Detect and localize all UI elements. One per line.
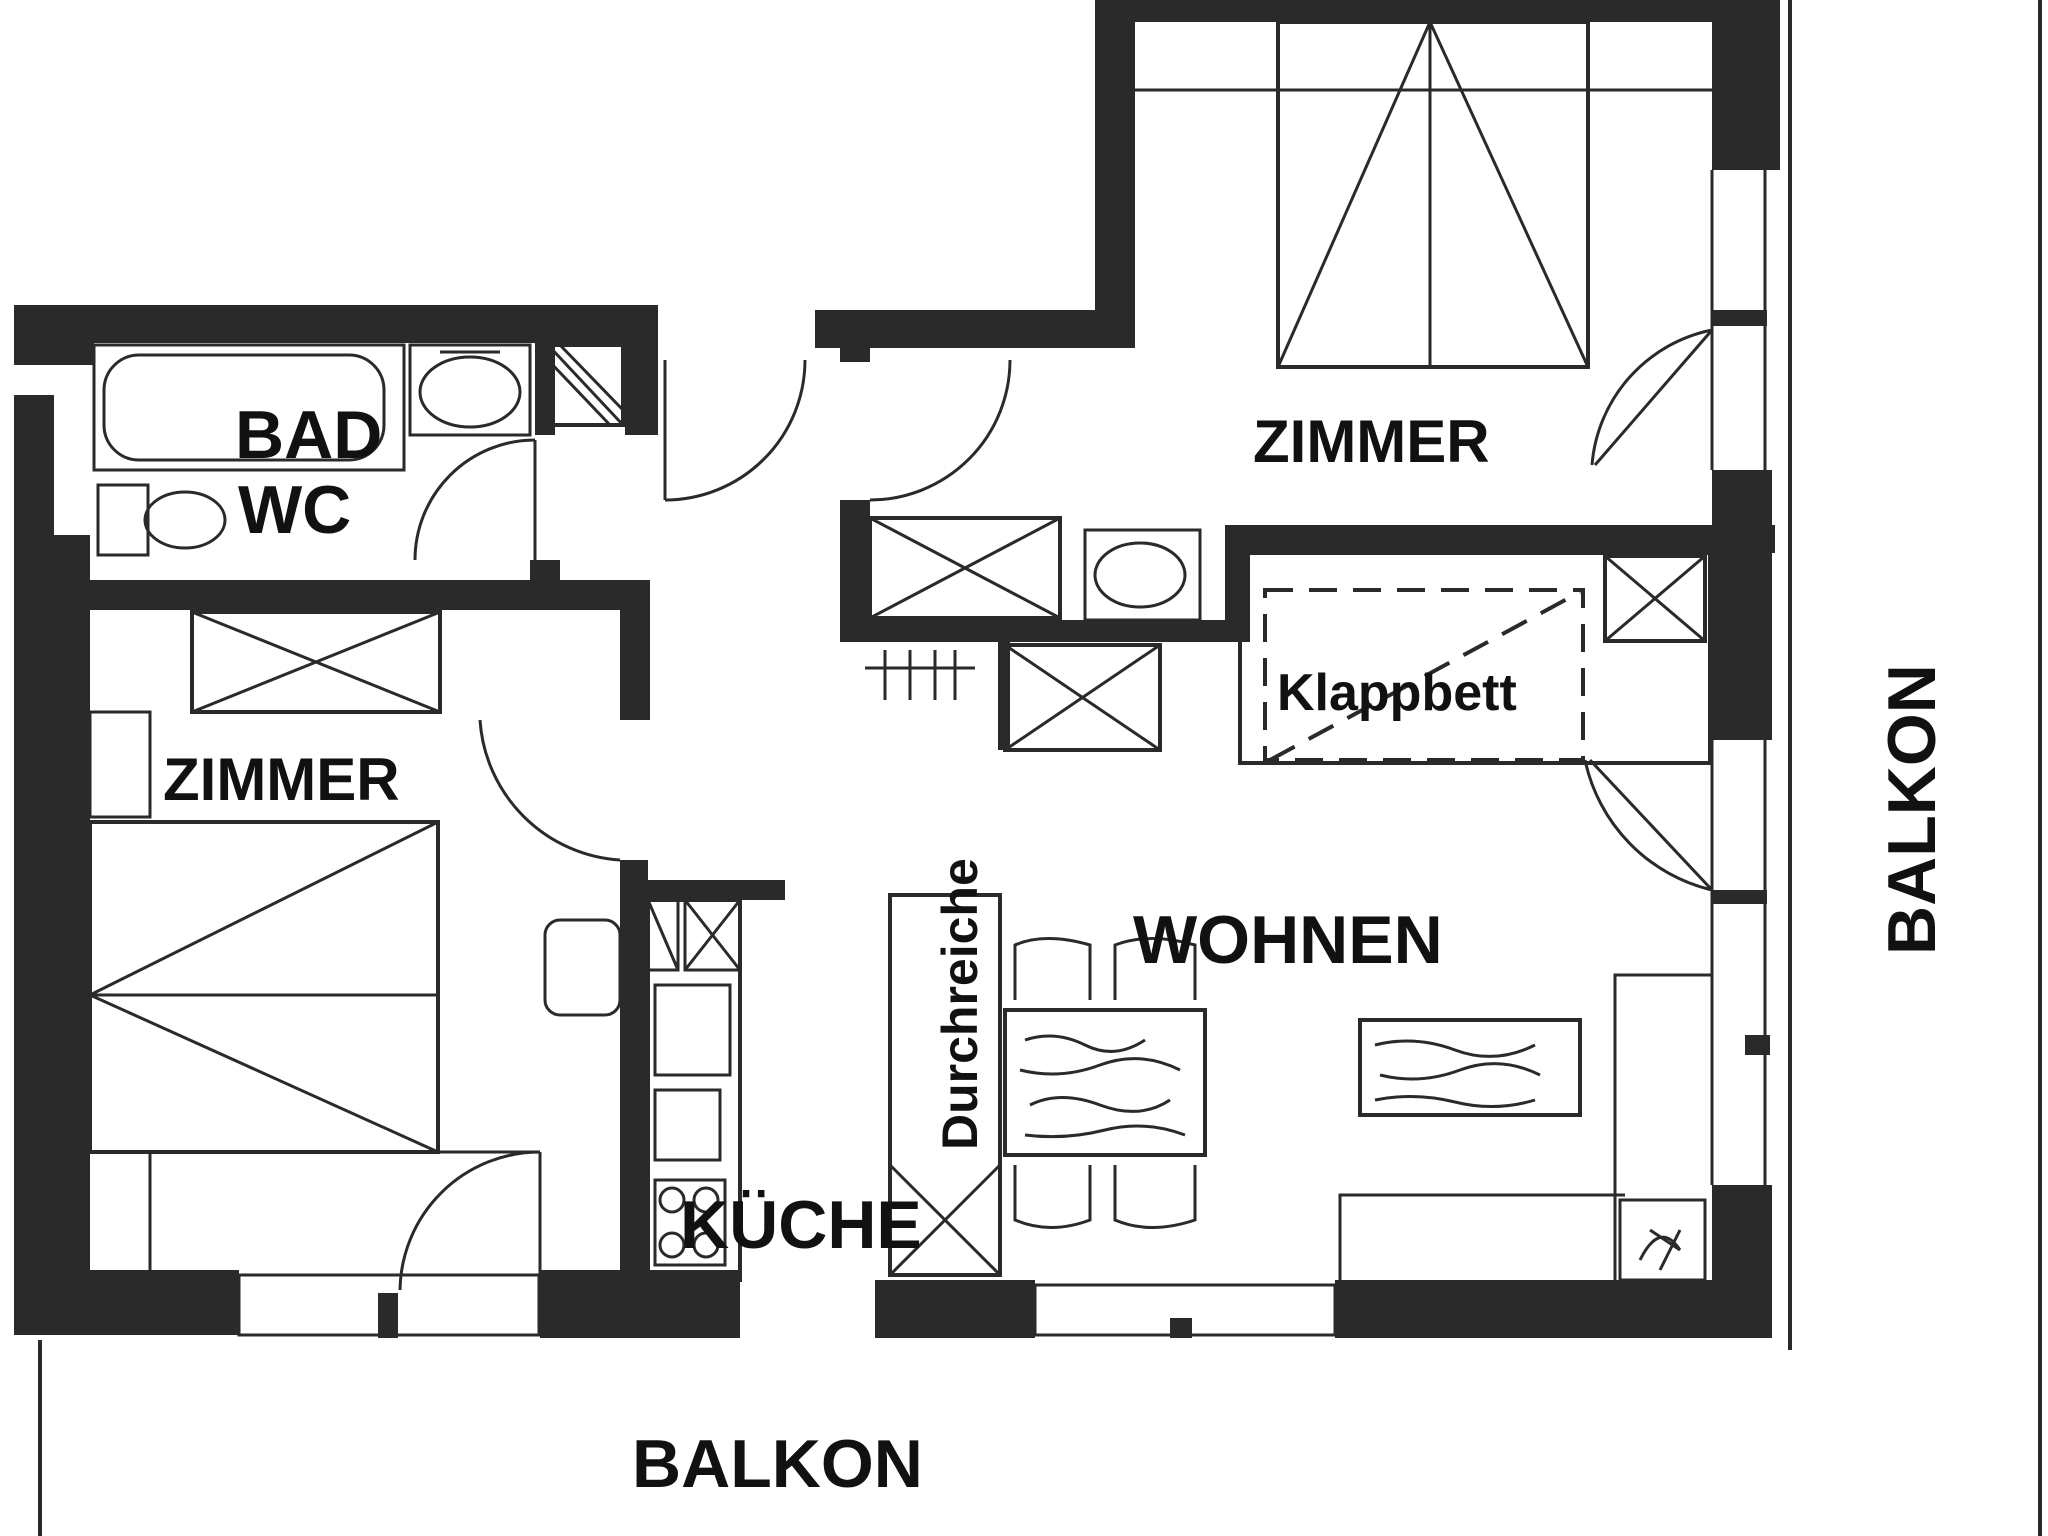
coat-hooks (865, 650, 975, 700)
bath-sink (408, 343, 532, 437)
hall-cabinet (1003, 643, 1162, 752)
plant (1618, 1198, 1707, 1282)
dining-chairs (1013, 937, 1197, 1229)
right-window (1710, 740, 1767, 1185)
zimmer-left-label: ZIMMER (163, 746, 400, 813)
bath-door-swing (413, 438, 537, 561)
klappbett-cabinet (1603, 554, 1707, 643)
left-window (237, 1273, 541, 1337)
entry-door-swing (663, 359, 807, 502)
balkon-bottom-label: BALKON (632, 1426, 923, 1502)
upper-balcony-door-swing (1590, 328, 1714, 466)
upper-bed (1276, 20, 1590, 369)
left-shelf (88, 710, 152, 819)
living-window (1033, 1283, 1337, 1337)
right-balcony-door-swing (1583, 758, 1714, 892)
klappbett-outline (1238, 551, 1712, 765)
hall-door-swing (869, 359, 1012, 502)
balkon-right-label: BALKON (1874, 664, 1950, 955)
bathtub (92, 343, 406, 472)
pass-through-counter (888, 893, 1002, 1277)
kueche-label: KÜCHE (680, 1187, 922, 1263)
left-room-door-swing (478, 719, 621, 862)
kitchen-sink (543, 918, 622, 1017)
toilet (96, 483, 227, 557)
upper-window (1710, 170, 1767, 470)
wohnen-label: WOHNEN (1133, 902, 1443, 978)
balcony-outline (38, 0, 2042, 1536)
kitchen-counter (646, 898, 742, 1282)
zimmer-top-label: ZIMMER (1253, 408, 1490, 475)
sofa (1338, 973, 1712, 1280)
bath-shaft (546, 343, 625, 427)
klappbett-label: Klappbett (1277, 664, 1517, 722)
left-wardrobe (190, 610, 442, 714)
bad-label: BAD (235, 397, 382, 473)
left-bottom-bench (90, 1150, 540, 1270)
walls (14, 0, 1780, 1338)
coffee-table (1358, 1018, 1582, 1117)
left-balcony-door-swing (398, 1150, 542, 1291)
room-sink (1083, 528, 1202, 622)
left-bed (88, 820, 440, 1154)
durchreiche-label: Durchreiche (932, 858, 988, 1150)
dining-table (1003, 1008, 1207, 1157)
shower (868, 516, 1062, 620)
wc-label: WC (238, 472, 351, 548)
